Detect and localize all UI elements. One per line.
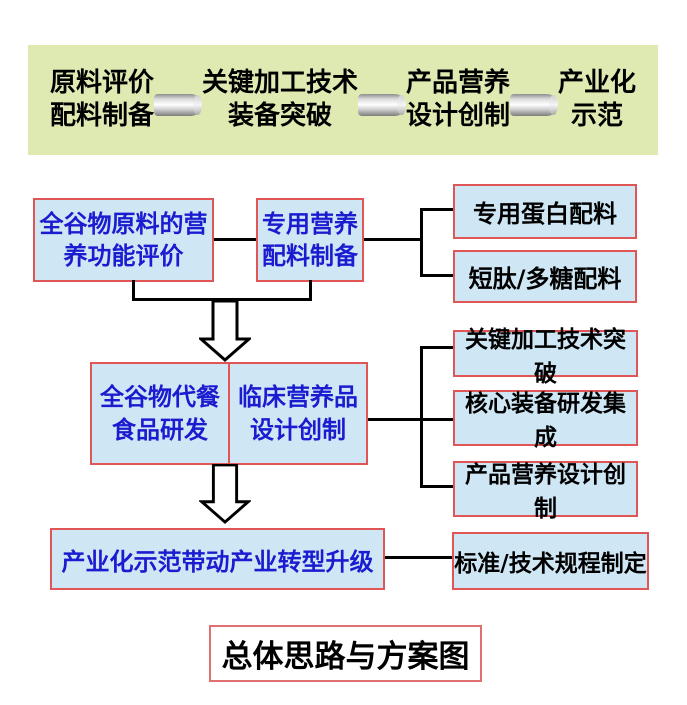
drop-from-box-a	[132, 280, 135, 301]
bracket2-branch-top	[420, 346, 453, 349]
drop-from-box-b	[309, 280, 312, 301]
node-label: 全谷物原料的营养功能评价	[39, 209, 208, 270]
phase-line: 配料制备	[50, 101, 155, 131]
node-label: 标准/技术规程制定	[454, 551, 647, 577]
node-protein-ingredient: 专用蛋白配料	[453, 184, 637, 239]
bracket1-branch-bottom	[420, 274, 453, 277]
phase-line: 产业化	[558, 67, 637, 98]
diagram-title: 总体思路与方案图	[209, 625, 482, 682]
phase-line: 关键加工技术	[202, 67, 359, 98]
phase-line: 设计创制	[406, 101, 511, 131]
phase-line: 原料评价	[50, 67, 155, 98]
down-block-arrow-icon	[199, 300, 251, 362]
node-nutrition-ingredient-prep: 专用营养配料制备	[256, 198, 364, 282]
phase-line: 示范	[571, 101, 624, 131]
node-peptide-polysaccharide: 短肽/多糖配料	[453, 250, 637, 303]
node-core-equipment-integration: 核心装备研发集成	[453, 390, 638, 451]
diagram-title-text: 总体思路与方案图	[221, 639, 470, 675]
bracket2-branch-middle	[420, 418, 453, 421]
node-label: 产品营养设计创制	[465, 462, 626, 522]
node-clinical-nutrition-design: 临床营养品设计创制	[228, 364, 366, 463]
bracket1-vertical	[420, 208, 423, 277]
node-label: 专用蛋白配料	[473, 200, 617, 228]
node-label: 专用营养配料制备	[262, 209, 358, 270]
node-label: 全谷物代餐食品研发	[100, 383, 220, 444]
phase-banner: 原料评价 配料制备 关键加工技术 装备突破 产品营养 设计创制 产业化 示范	[28, 45, 658, 155]
phase-processing-tech: 关键加工技术 装备突破	[202, 67, 358, 134]
cylinder-connector-icon	[358, 94, 407, 116]
node-industrial-demonstration: 产业化示范带动产业转型升级	[50, 528, 385, 590]
phase-line: 产品营养	[406, 67, 511, 98]
node-label: 产业化示范带动产业转型升级	[61, 547, 374, 576]
node-label: 核心装备研发集成	[465, 391, 626, 451]
node-row2-group: 全谷物代餐食品研发 临床营养品设计创制	[90, 362, 368, 465]
node-label: 关键加工技术突破	[465, 326, 626, 387]
node-whole-grain-meal-rd: 全谷物代餐食品研发	[92, 364, 228, 463]
connector-a-b	[214, 238, 256, 241]
node-raw-material-evaluation: 全谷物原料的营养功能评价	[33, 198, 214, 282]
node-standards-regulations: 标准/技术规程制定	[452, 532, 649, 590]
cylinder-connector-icon	[154, 94, 203, 116]
node-product-nutrition-design: 产品营养设计创制	[453, 461, 638, 522]
down-block-arrow-icon	[199, 464, 251, 524]
bracket2-branch-bottom	[420, 485, 453, 488]
node-label: 短肽/多糖配料	[468, 265, 622, 293]
bracket1-branch-top	[420, 208, 453, 211]
node-key-processing-breakthrough: 关键加工技术突破	[453, 327, 638, 387]
phase-line: 装备突破	[228, 101, 333, 131]
phase-industrialization: 产业化 示范	[558, 67, 636, 134]
node-label: 临床营养品设计创制	[238, 383, 358, 444]
connector-row2-bracket2	[368, 418, 422, 421]
connector-row3	[385, 556, 452, 559]
bracket2-vertical	[420, 346, 423, 488]
phase-raw-material: 原料评价 配料制备	[50, 67, 154, 134]
cylinder-connector-icon	[510, 94, 559, 116]
phase-product-nutrition: 产品营养 设计创制	[406, 67, 510, 134]
connector-b-bracket1	[364, 238, 422, 241]
